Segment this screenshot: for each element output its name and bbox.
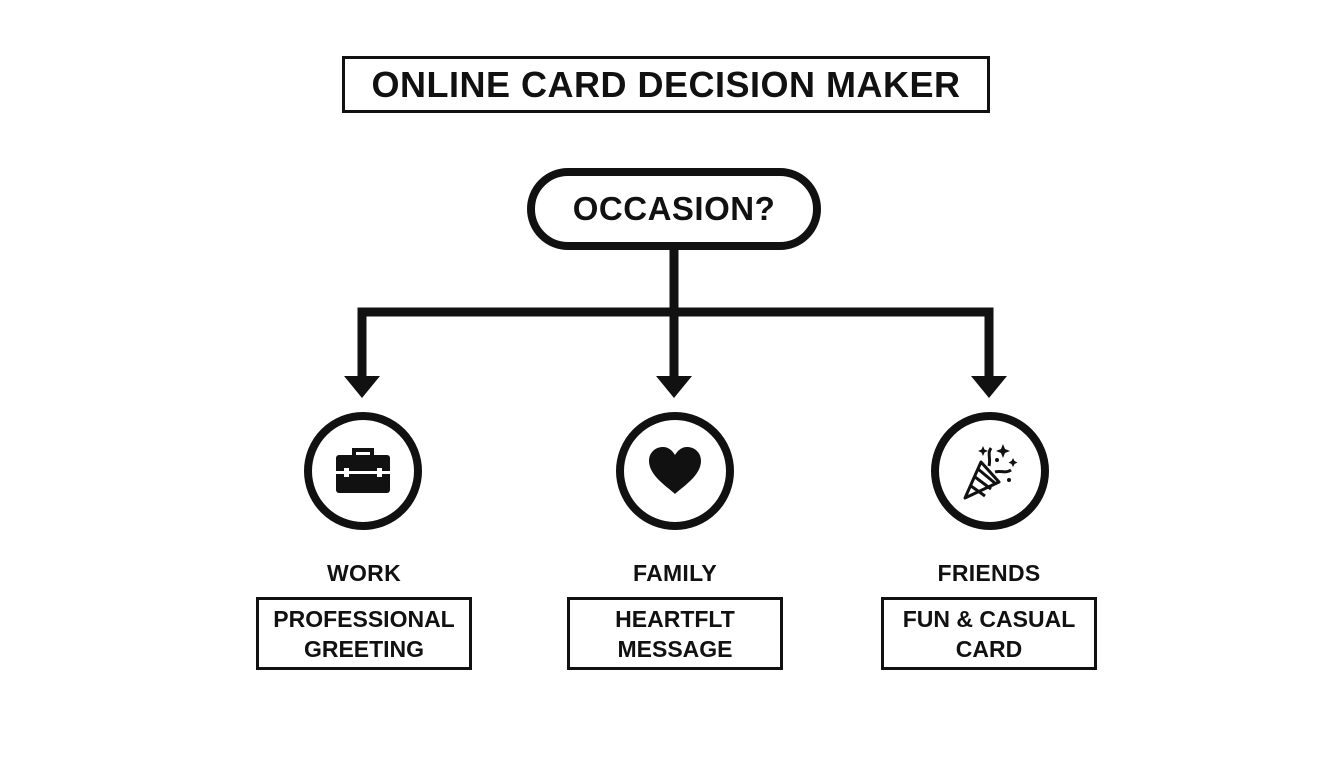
branch-label-work: WORK (326, 560, 402, 586)
outcome-box-family: HEARTFLT MESSAGE (567, 597, 783, 670)
arrowhead-friends (971, 376, 1007, 398)
branch-label-family: FAMILY (632, 560, 718, 586)
outcome-box-work: PROFESSIONAL GREETING (256, 597, 472, 670)
outcome-line: PROFESSIONAL (273, 605, 455, 632)
friends-icon-circle (931, 412, 1049, 530)
outcome-box-friends: FUN & CASUAL CARD (881, 597, 1097, 670)
heart-icon (649, 447, 701, 494)
outcome-line: CARD (955, 635, 1023, 662)
briefcase-icon (336, 448, 390, 493)
occasion-question-node: OCCASION? (527, 168, 821, 250)
arrowhead-work (344, 376, 380, 398)
party-popper-icon (963, 444, 1018, 500)
family-icon-circle (616, 412, 734, 530)
branch-label-friends: FRIENDS (937, 560, 1041, 586)
work-icon-circle (304, 412, 422, 530)
arrowhead-family (656, 376, 692, 398)
branch-line-friends (674, 307, 994, 378)
branch-line-work (357, 307, 674, 378)
outcome-line: GREETING (303, 635, 425, 662)
diagram-title: ONLINE CARD DECISION MAKER (342, 56, 990, 113)
outcome-line: FUN & CASUAL (902, 605, 1076, 632)
outcome-line: HEARTFLT (615, 605, 735, 632)
outcome-line: MESSAGE (617, 635, 733, 662)
